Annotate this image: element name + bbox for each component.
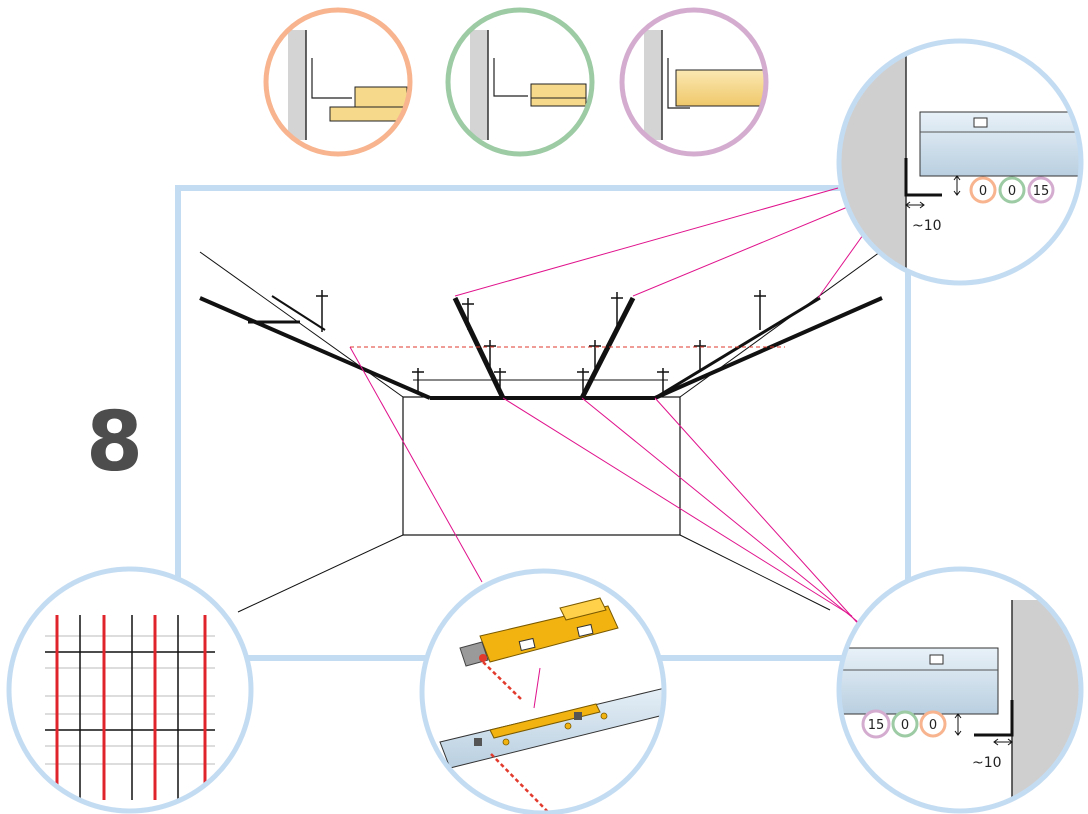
svg-text:15: 15 bbox=[1033, 184, 1050, 199]
svg-text:0: 0 bbox=[901, 718, 909, 733]
step-number: 8 bbox=[86, 395, 143, 490]
leader-lines bbox=[349, 187, 869, 629]
badge-purple: 15 bbox=[861, 709, 891, 739]
wall-edge-orange-icon bbox=[263, 7, 413, 157]
gap-label: ~10 bbox=[912, 218, 942, 234]
badge-green: 0 bbox=[998, 176, 1026, 204]
badge-orange: 0 bbox=[919, 710, 947, 738]
ceiling-grid-icon bbox=[6, 566, 254, 814]
edge-detail-top: ~10 0 0 15 bbox=[836, 38, 1084, 286]
badge-purple: 15 bbox=[1027, 176, 1055, 204]
room-perspective bbox=[199, 251, 883, 613]
svg-text:0: 0 bbox=[979, 184, 987, 199]
badge-green: 0 bbox=[891, 710, 919, 738]
svg-text:15: 15 bbox=[868, 718, 885, 733]
wall-edge-green-icon bbox=[445, 7, 595, 157]
laser-level-icon bbox=[419, 568, 667, 814]
edge-detail-bottom: ~10 15 0 0 bbox=[836, 566, 1084, 814]
wall-edge-purple-icon bbox=[619, 7, 769, 157]
svg-text:0: 0 bbox=[1008, 184, 1016, 199]
svg-text:0: 0 bbox=[929, 718, 937, 733]
gap-label: ~10 bbox=[972, 755, 1002, 771]
badge-orange: 0 bbox=[969, 176, 997, 204]
